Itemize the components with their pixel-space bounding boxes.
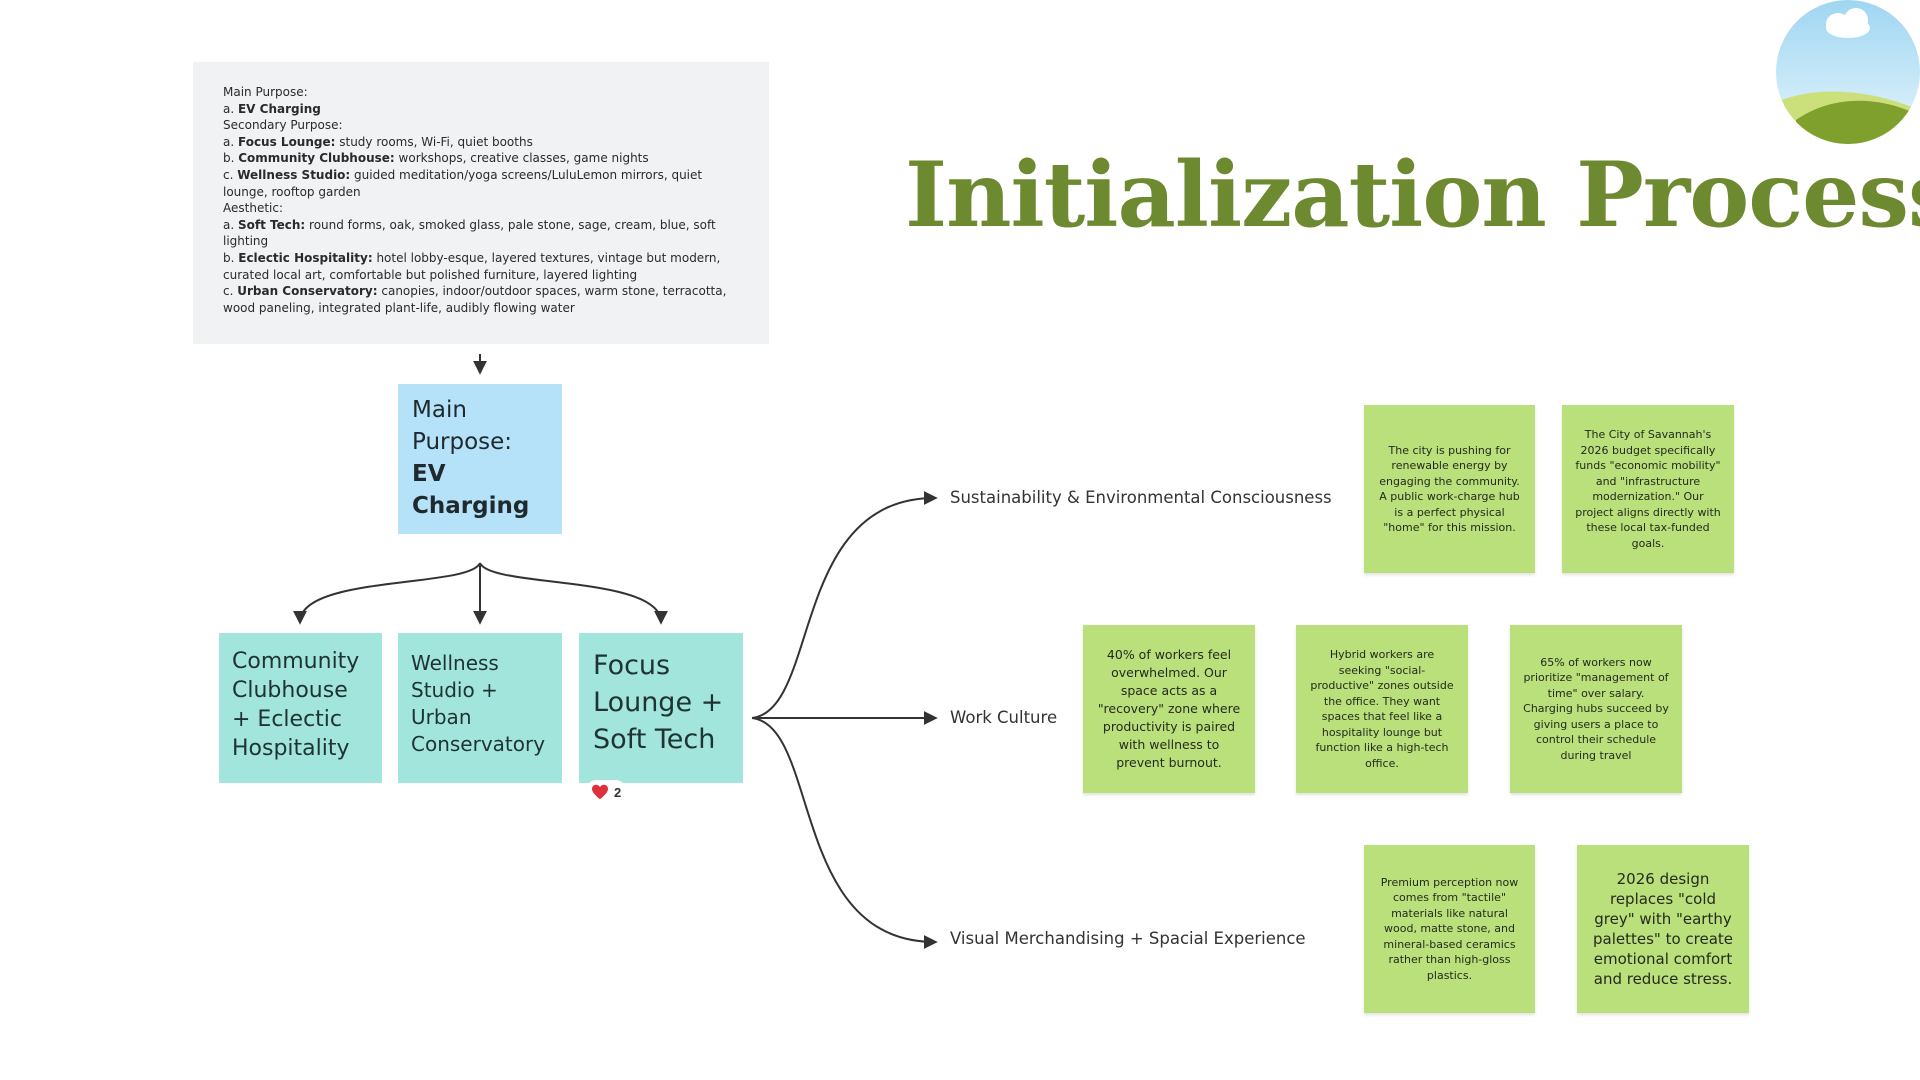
sticky-text: 2026 design replaces "cold grey" with "e…	[1592, 870, 1734, 988]
info-line: Aesthetic:	[223, 201, 284, 216]
info-line: a. EV Charging	[223, 101, 321, 116]
info-line: b. Eclectic Hospitality: hotel lobby-esq…	[223, 250, 721, 282]
main-purpose-label: Main Purpose:	[412, 397, 513, 455]
branch-label-work-culture: Work Culture	[950, 708, 1058, 727]
arrow-to-sustainability	[751, 491, 938, 719]
sticky-note[interactable]: 40% of workers feel overwhelmed. Our spa…	[1083, 625, 1255, 793]
reaction-count: 2	[614, 784, 622, 800]
main-purpose-value: EV Charging	[412, 461, 530, 519]
landscape-avatar-icon[interactable]	[1776, 0, 1920, 144]
sticky-note[interactable]: 65% of workers now prioritize "managemen…	[1510, 625, 1682, 793]
wellness-studio-box[interactable]: Wellness Studio + Urban Conservatory	[398, 633, 562, 783]
reaction-badge[interactable]: 2	[585, 780, 628, 804]
heart-icon	[592, 784, 608, 800]
info-line: c. Urban Conservatory: canopies, indoor/…	[223, 284, 727, 315]
focus-lounge-box[interactable]: Focus Lounge + Soft Tech	[579, 633, 743, 783]
main-purpose-box[interactable]: Main Purpose: EV Charging	[398, 384, 562, 534]
sticky-note[interactable]: The city is pushing for renewable energy…	[1364, 405, 1535, 573]
community-clubhouse-box[interactable]: Community Clubhouse + Eclectic Hospitali…	[219, 633, 382, 783]
box-label: Focus Lounge + Soft Tech	[593, 650, 724, 755]
page-title: Initialization Process	[905, 142, 1920, 248]
sticky-text: Premium perception now comes from "tacti…	[1380, 875, 1519, 982]
info-line: a. Soft Tech: round forms, oak, smoked g…	[223, 217, 716, 249]
box-label: Community Clubhouse + Eclectic Hospitali…	[232, 649, 360, 761]
sticky-note[interactable]: Premium perception now comes from "tacti…	[1364, 845, 1535, 1013]
box-label: Wellness Studio + Urban Conservatory	[411, 651, 546, 756]
sticky-note[interactable]: Hybrid workers are seeking "social-produ…	[1296, 625, 1468, 793]
sticky-text: The city is pushing for renewable energy…	[1379, 443, 1520, 535]
sticky-note[interactable]: 2026 design replaces "cold grey" with "e…	[1577, 845, 1749, 1013]
sticky-text: The City of Savannah's 2026 budget speci…	[1575, 428, 1721, 550]
branch-label-visual: Visual Merchandising + Spacial Experienc…	[950, 929, 1306, 948]
info-line: b. Community Clubhouse: workshops, creat…	[223, 151, 649, 166]
info-line: Main Purpose:	[223, 85, 308, 99]
info-line: Secondary Purpose:	[223, 118, 343, 133]
info-panel: Main Purpose: a. EV Charging Secondary P…	[193, 62, 769, 344]
arrow-to-visual	[751, 717, 938, 949]
info-line: a. Focus Lounge: study rooms, Wi-Fi, qui…	[223, 134, 533, 149]
sticky-note[interactable]: The City of Savannah's 2026 budget speci…	[1562, 405, 1734, 573]
sticky-text: 65% of workers now prioritize "managemen…	[1523, 655, 1669, 762]
sticky-text: 40% of workers feel overwhelmed. Our spa…	[1097, 647, 1241, 770]
branch-label-sustainability: Sustainability & Environmental Conscious…	[950, 488, 1332, 507]
info-line: c. Wellness Studio: guided meditation/yo…	[223, 167, 703, 199]
arrow-main-to-left	[293, 562, 481, 625]
sticky-text: Hybrid workers are seeking "social-produ…	[1310, 648, 1454, 770]
arrow-main-to-right	[479, 562, 668, 625]
